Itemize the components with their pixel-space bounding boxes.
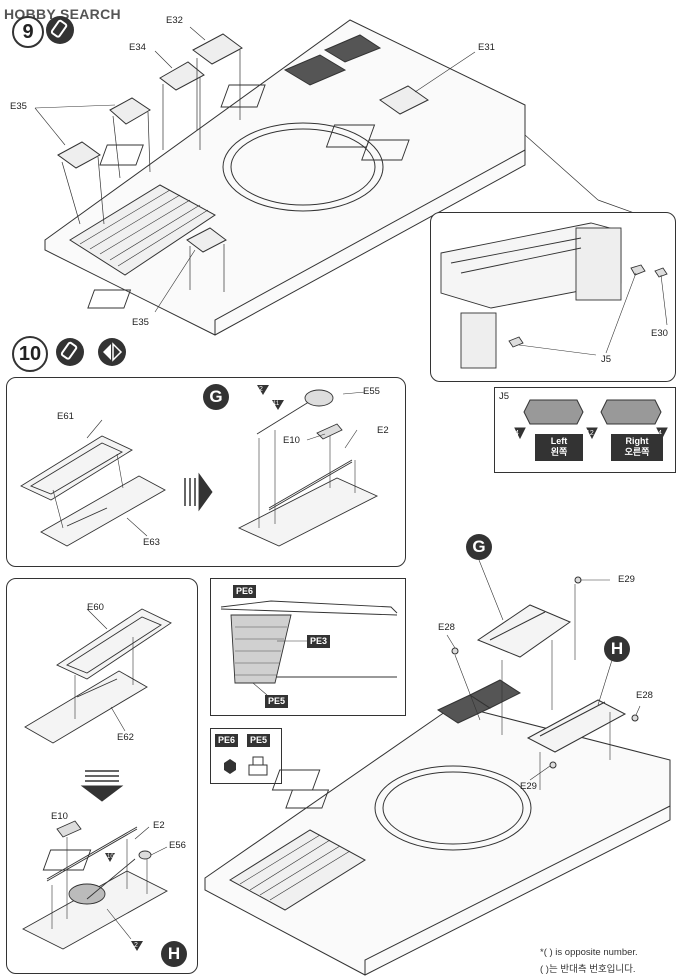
label-j5-box: J5 — [499, 391, 510, 402]
label-e34: E34 — [129, 42, 146, 53]
label-e31: E31 — [478, 42, 495, 53]
marker-4-right: 4 — [658, 430, 662, 437]
marker-2-g: 2 — [259, 386, 263, 393]
label-e62: E62 — [117, 732, 134, 743]
letter-h-2: H — [610, 639, 624, 658]
label-e35-top: E35 — [10, 101, 27, 112]
tag-pe6-detail: PE6 — [233, 585, 257, 598]
side-right-badge: Right 오른쪽 — [611, 434, 663, 461]
left-right-icon — [98, 338, 126, 366]
photo-etch-legend: PE6 PE5 — [210, 728, 282, 784]
tag-pe5-legend: PE5 — [247, 734, 271, 747]
label-e10-g: E10 — [283, 435, 300, 446]
step-10-number: 10 — [12, 336, 48, 372]
label-e55: E55 — [363, 386, 380, 397]
label-e29-bottom: E29 — [520, 781, 537, 792]
label-e61: E61 — [57, 411, 74, 422]
step-9-label: 9 — [22, 20, 34, 43]
step-9-number: 9 — [12, 16, 44, 48]
glue-icon-step10 — [56, 338, 84, 366]
label-e10-h: E10 — [51, 811, 68, 822]
label-e30: E30 — [651, 328, 668, 339]
marker-12: 12 — [586, 430, 594, 437]
footnote-ko: ( )는 반대측 번호입니다. — [540, 964, 636, 975]
tag-pe3: PE3 — [307, 635, 331, 648]
label-e60: E60 — [87, 602, 104, 613]
side-left-en: Left — [550, 436, 568, 446]
label-e56: E56 — [169, 840, 186, 851]
label-e32: E32 — [166, 15, 183, 26]
label-e28-left: E28 — [438, 622, 455, 633]
detail-rear-panel: E30 J5 — [430, 212, 676, 382]
subassembly-h-panel: E60 E62 E10 E2 E56 10 2 H — [6, 578, 198, 974]
letter-h-badge-2: H — [604, 636, 630, 662]
side-left-badge: Left 왼쪽 — [535, 434, 583, 461]
side-right-en: Right — [625, 436, 649, 446]
tag-pe6-legend: PE6 — [215, 734, 239, 747]
label-j5-detail: J5 — [601, 354, 612, 365]
label-e28-right: E28 — [636, 690, 653, 701]
subassembly-g-panel: G 2 11 E61 E63 E55 E10 E2 — [6, 377, 406, 567]
glue-icon — [46, 16, 74, 44]
letter-g-badge-1: G — [203, 384, 229, 410]
footnote-en: *( ) is opposite number. — [540, 947, 638, 958]
photo-etch-detail-box: PE6 PE3 PE5 — [210, 578, 406, 716]
label-e35-bottom: E35 — [132, 317, 149, 328]
letter-g-2: G — [472, 537, 486, 556]
label-e29-top: E29 — [618, 574, 635, 585]
marker-11: 11 — [273, 401, 280, 407]
side-left-ko: 왼쪽 — [550, 447, 568, 458]
letter-h-1: H — [167, 944, 181, 963]
step-10-label: 10 — [18, 342, 42, 365]
marker-10: 10 — [107, 854, 114, 860]
letter-h-badge-1: H — [161, 941, 187, 967]
marker-2-h: 2 — [134, 942, 138, 949]
label-e2-h: E2 — [153, 820, 165, 831]
letter-g-badge-2: G — [466, 534, 492, 560]
label-e2-g: E2 — [377, 425, 389, 436]
marker-4-left: 4 — [515, 430, 519, 437]
hex-bolt-icon — [224, 759, 236, 774]
tag-pe5-detail: PE5 — [265, 695, 289, 708]
side-right-ko: 오른쪽 — [624, 447, 650, 458]
j5-decal-box: J5 4 12 4 Left 왼쪽 Right 오른쪽 — [494, 387, 676, 473]
label-e63: E63 — [143, 537, 160, 548]
letter-g-1: G — [209, 387, 223, 406]
